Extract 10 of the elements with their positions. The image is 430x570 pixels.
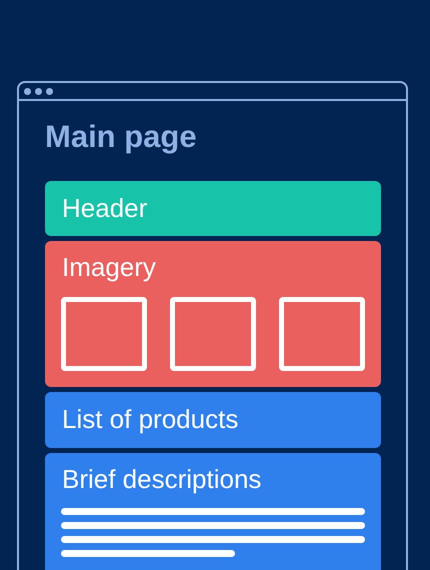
page-title: Main page (45, 119, 197, 155)
products-list-block (45, 392, 381, 448)
block-label: Header (62, 193, 148, 224)
block-label: Brief descriptions (62, 464, 262, 495)
header-block (45, 181, 381, 236)
imagery-block (45, 241, 381, 387)
descriptions-block (45, 453, 381, 570)
browser-window (17, 81, 408, 570)
block-label: Imagery (62, 252, 156, 283)
block-label: List of products (62, 404, 238, 435)
